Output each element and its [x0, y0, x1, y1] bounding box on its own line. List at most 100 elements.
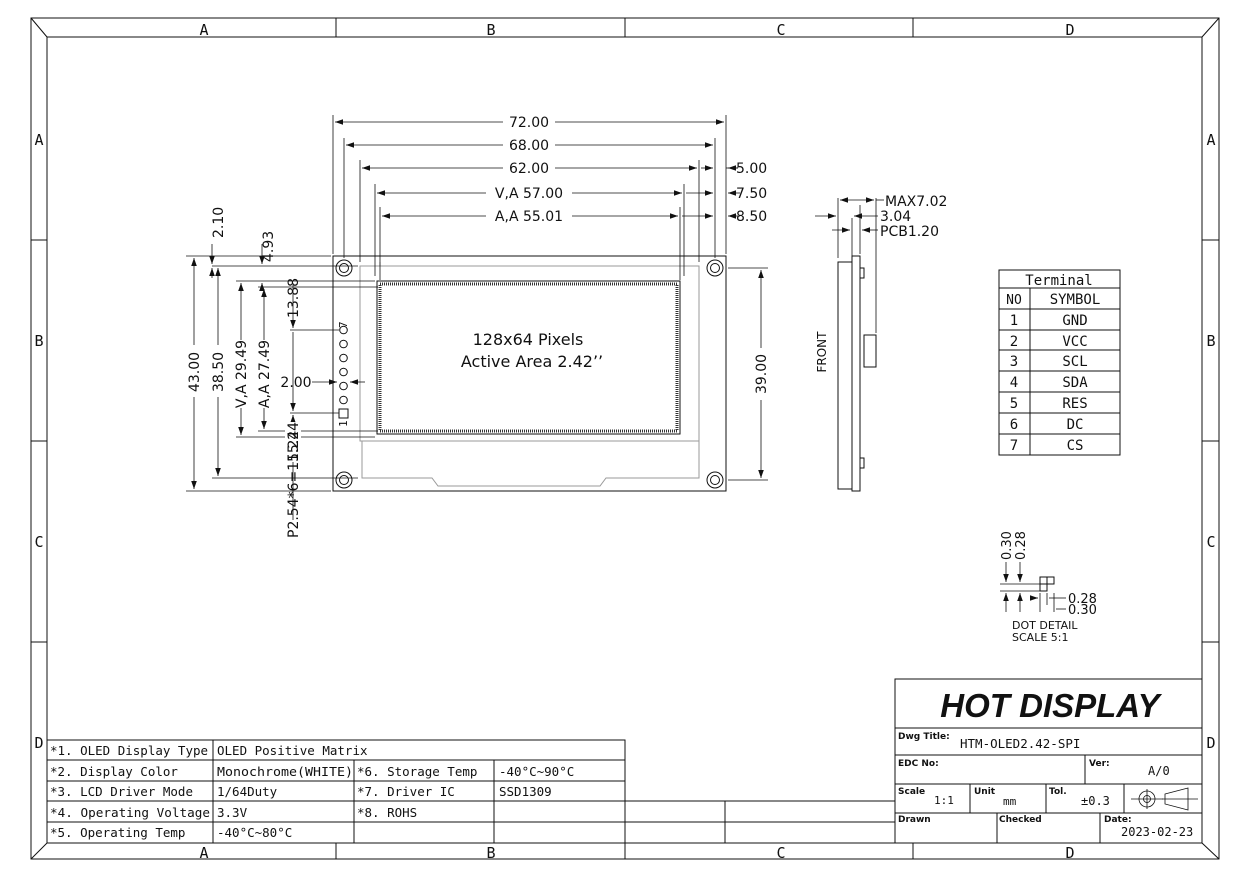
ver-value: A/0: [1148, 764, 1170, 778]
checked-label: Checked: [999, 815, 1042, 825]
title-block: HOT DISPLAY Dwg Title: HTM-OLED2.42-SPI …: [894, 678, 1203, 844]
dim-pin-diameter: 2.00: [280, 375, 311, 391]
terminal-header-symbol: SYMBOL: [1050, 292, 1101, 308]
terminal-symbol: SCL: [1062, 354, 1087, 370]
spec-value: OLED Positive Matrix: [217, 743, 368, 758]
side-pcb: [837, 261, 853, 490]
terminal-symbol: RES: [1062, 396, 1087, 412]
dim-pin-offset: 13.88: [286, 278, 302, 318]
row-label-right-b: B: [1206, 332, 1215, 350]
terminal-symbol: VCC: [1062, 334, 1087, 350]
dim-max-thickness: MAX7.02: [885, 194, 947, 210]
dot-detail-label: DOT DETAIL: [1012, 619, 1078, 632]
spec-label: *7. Driver IC: [357, 784, 455, 799]
dim-pin-span: 15.24: [286, 422, 302, 462]
terminal-no: 2: [1010, 334, 1018, 350]
dwg-title: HTM-OLED2.42-SPI: [960, 736, 1080, 751]
drawn-label: Drawn: [898, 815, 931, 825]
dim-hole-pitch-height: 39.00: [754, 354, 770, 394]
dot-dim-size-v: 0.28: [1014, 531, 1029, 560]
unit-label: Unit: [974, 787, 996, 797]
tol-value: ±0.3: [1081, 794, 1110, 808]
terminal-title: Terminal: [1025, 273, 1092, 289]
spec-value: Monochrome(WHITE): [217, 764, 353, 779]
terminal-no: 7: [1010, 438, 1018, 454]
spec-table: *1. OLED Display Type OLED Positive Matr…: [47, 739, 895, 843]
col-label-top-a: A: [199, 21, 208, 39]
pin-label-first: 1: [337, 420, 350, 427]
dim-active-area-width: A,A 55.01: [495, 209, 563, 225]
side-view: MAX7.02 3.04 PCB1.20 FRONT: [815, 194, 947, 492]
dot-dim-size-h: 0.28: [1068, 592, 1097, 607]
dim-viewing-area-width: V,A 57.00: [495, 186, 563, 202]
panel-glass: [359, 265, 700, 442]
dim-offset-2-10: 2.10: [211, 207, 227, 238]
row-label-right-d: D: [1206, 734, 1215, 752]
mounting-hole: [706, 259, 724, 277]
left-dimensions: 43.00 38.50 V,A 29.49 A,A 27.49 2.10 4.9…: [186, 207, 378, 492]
pin-dimensions: 13.88 15.24 P2.54*6=15.24 2.00: [280, 278, 365, 538]
col-label-bottom-a: A: [199, 844, 208, 862]
col-label-bottom-b: B: [486, 844, 495, 862]
row-label-left-d: D: [34, 734, 43, 752]
row-label-left-a: A: [34, 131, 43, 149]
date-value: 2023-02-23: [1121, 825, 1193, 839]
mounting-hole: [335, 471, 353, 489]
terminal-no: 3: [1010, 354, 1018, 370]
dim-overall-width: 72.00: [509, 115, 549, 131]
scale-value: 1:1: [934, 794, 954, 807]
top-dimensions: 72.00 68.00 62.00 V,A 57.00 A,A 55.01 5.…: [332, 114, 767, 280]
terminal-no: 5: [1010, 396, 1018, 412]
brand-logo: HOT DISPLAY: [940, 687, 1162, 724]
dot-dim-pitch-v: 0.30: [1000, 531, 1015, 560]
row-label-left-c: C: [34, 533, 43, 551]
dim-glass-thickness: 3.04: [880, 209, 911, 225]
pin-header: [338, 325, 349, 419]
dot-detail-scale: SCALE 5:1: [1012, 631, 1068, 644]
active-area: [378, 282, 679, 433]
col-label-bottom-c: C: [776, 844, 785, 862]
row-label-left-b: B: [34, 332, 43, 350]
spec-label: *1. OLED Display Type: [50, 743, 208, 758]
col-label-top-d: D: [1065, 21, 1074, 39]
side-glass: [851, 255, 861, 492]
dim-active-area-height: A,A 27.49: [257, 340, 273, 408]
row-label-right-a: A: [1206, 131, 1215, 149]
terminal-table: Terminal NO SYMBOL 1 GND 2 VCC 3 SCL 4 S…: [998, 269, 1121, 456]
date-label: Date:: [1104, 815, 1132, 825]
dim-offset-8-5: 8.50: [736, 209, 767, 225]
dim-viewing-area-height: V,A 29.49: [234, 340, 250, 408]
tol-label: Tol.: [1049, 787, 1067, 797]
terminal-symbol: DC: [1067, 417, 1084, 433]
front-label: FRONT: [815, 331, 829, 373]
spec-label: *8. ROHS: [357, 805, 417, 820]
viewing-area: [376, 280, 681, 435]
dim-offset-7-5: 7.50: [736, 186, 767, 202]
spec-value: 1/64Duty: [217, 784, 278, 799]
mounting-hole: [335, 259, 353, 277]
terminal-no: 1: [1010, 313, 1018, 329]
dim-glass-width: 62.00: [509, 161, 549, 177]
dot-detail: 0.30 0.28 0.28 0.30 DOT DETAIL SCALE 5:1: [1000, 531, 1097, 644]
projection-symbol-icon: [1131, 787, 1198, 811]
dim-pin-pitch: P2.54*6=15.24: [286, 431, 302, 538]
spec-value: -40°C~80°C: [217, 825, 292, 840]
spec-label: *4. Operating Voltage: [50, 805, 210, 820]
col-label-bottom-d: D: [1065, 844, 1074, 862]
scale-label: Scale: [898, 787, 925, 797]
spec-value: SSD1309: [499, 784, 552, 799]
dim-glass-height: 38.50: [211, 352, 227, 392]
dim-hole-pitch-width: 68.00: [509, 138, 549, 154]
spec-label: *6. Storage Temp: [357, 764, 477, 779]
dim-overall-height: 43.00: [187, 352, 203, 392]
terminal-symbol: GND: [1062, 313, 1087, 329]
spec-label: *2. Display Color: [50, 764, 178, 779]
dot-dim-pitch-h: 0.30: [1068, 603, 1097, 618]
spec-value: 3.3V: [217, 805, 248, 820]
terminal-no: 6: [1010, 417, 1018, 433]
ver-label: Ver:: [1089, 759, 1110, 769]
dwg-title-label: Dwg Title:: [898, 732, 950, 742]
terminal-no: 4: [1010, 375, 1018, 391]
dim-offset-5: 5.00: [736, 161, 767, 177]
